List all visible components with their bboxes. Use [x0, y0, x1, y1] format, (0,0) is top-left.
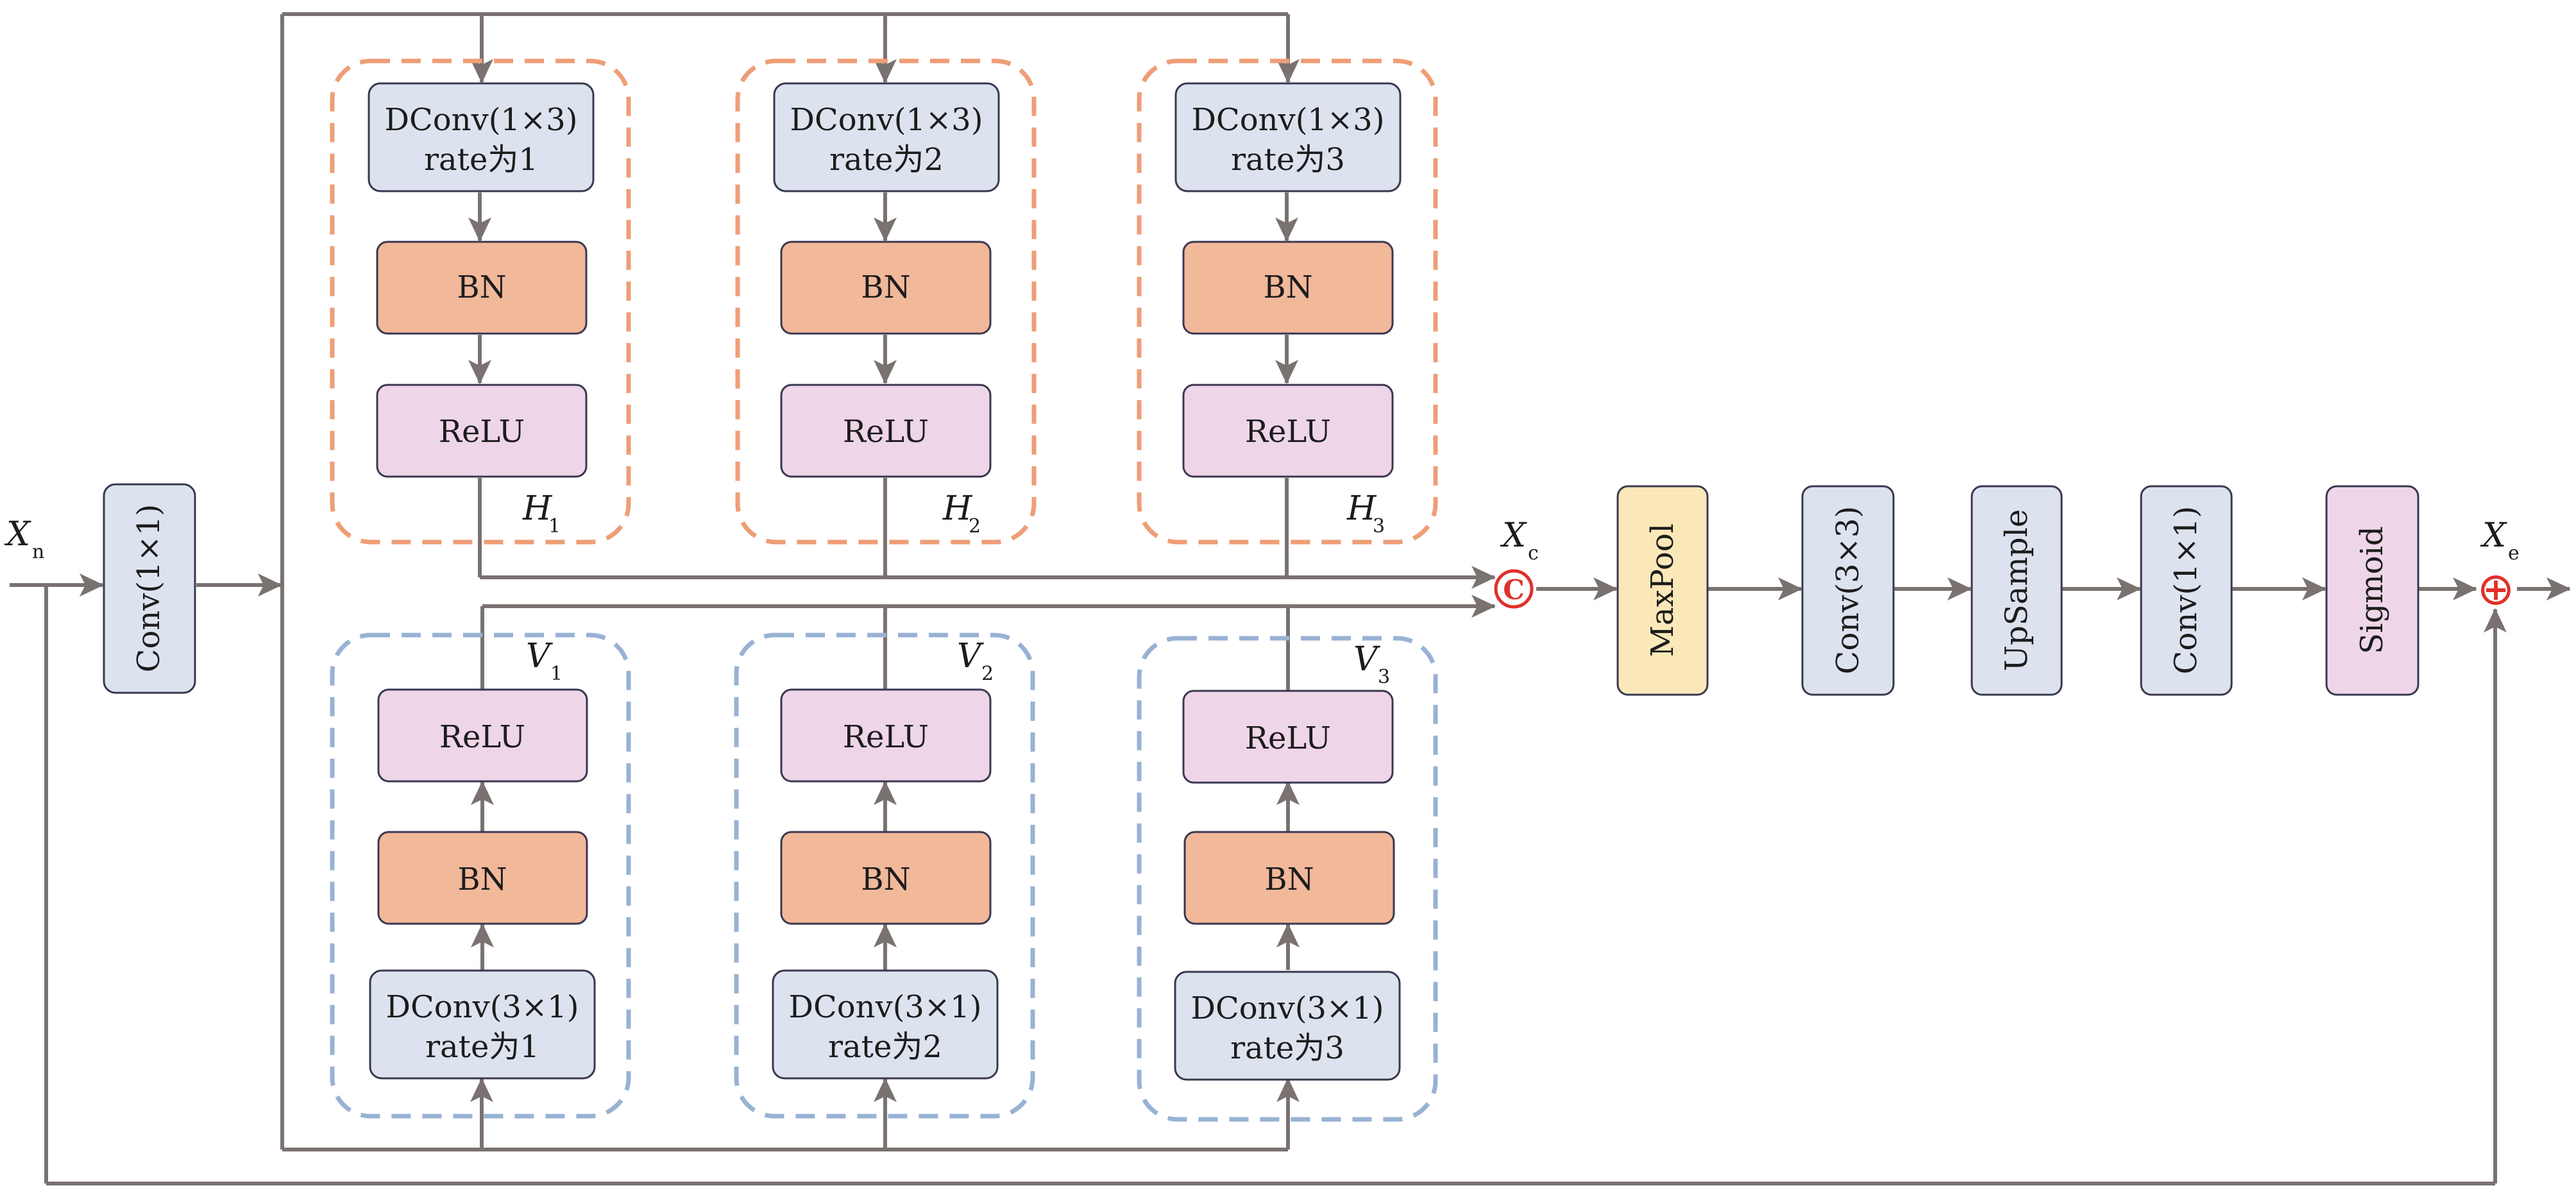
upsample-block: UpSample [1970, 485, 2063, 696]
bn-h3 [1182, 241, 1394, 335]
dconv-h2 [773, 82, 1000, 192]
v2-name: V [957, 637, 984, 675]
dconv-v2-label: DConv(3×1) [789, 989, 982, 1025]
dconv-v3-label: DConv(3×1) [1191, 990, 1384, 1026]
h3-name: H [1346, 489, 1377, 528]
bn-v1 [377, 831, 588, 925]
dconv-h2-label: DConv(1×3) [790, 102, 983, 138]
conv-input-block: Conv(1×1) [103, 483, 196, 694]
h-branch-3: DConv(1×3) rate为3 BN ReLU H 3 [1137, 58, 1438, 545]
bn-h2-label: BN [861, 269, 910, 305]
h1-sub: 1 [548, 515, 561, 538]
dconv-h3 [1174, 82, 1402, 192]
input-label: X [4, 515, 31, 554]
h-branch-1: DConv(1×3) rate为1 BN ReLU H 1 [330, 58, 631, 545]
bn-h2 [780, 241, 992, 335]
dconv-h3-label: DConv(1×3) [1192, 102, 1385, 138]
v1-name: V [526, 637, 553, 675]
bn-v3 [1183, 831, 1395, 925]
relu-v3 [1182, 690, 1394, 784]
sigmoid-label: Sigmoid [2354, 526, 2390, 654]
connectors [10, 12, 2571, 1185]
bn-v2 [780, 831, 992, 925]
relu-h1-label: ReLU [439, 414, 525, 450]
dconv-v2 [772, 969, 999, 1080]
upsample-label: UpSample [1999, 509, 2035, 672]
add-icon: ⊕ [2477, 563, 2515, 615]
relu-v1-label: ReLU [439, 719, 525, 755]
v1-sub: 1 [550, 663, 563, 685]
bn-v3-label: BN [1264, 862, 1314, 897]
dconv-v3-rate: rate为3 [1230, 1030, 1344, 1066]
conv1x1-block: Conv(1×1) [2140, 485, 2233, 696]
bn-h3-label: BN [1263, 269, 1312, 305]
dconv-h1-label: DConv(1×3) [385, 102, 578, 138]
h3-sub: 3 [1373, 515, 1385, 538]
dconv-h1 [368, 82, 595, 192]
conv3x3-block: Conv(3×3) [1801, 485, 1895, 696]
h2-name: H [942, 489, 973, 528]
relu-h1 [376, 384, 588, 478]
dconv-v3 [1174, 971, 1401, 1081]
h2-sub: 2 [969, 515, 981, 538]
concat-symbol: C [1503, 574, 1524, 606]
maxpool-block: MaxPool [1616, 485, 1709, 696]
dconv-h1-rate: rate为1 [424, 142, 538, 178]
v-branch-1: V 1 ReLU BN DConv(3×1) rate为1 [330, 632, 631, 1119]
h-branch-2: DConv(1×3) rate为2 BN ReLU H 2 [735, 58, 1037, 545]
h1-name: H [522, 489, 553, 528]
relu-h3-label: ReLU [1245, 414, 1331, 450]
bn-h1 [376, 241, 588, 335]
bn-v1-label: BN [457, 862, 507, 897]
dconv-v1-rate: rate为1 [425, 1029, 539, 1065]
v3-sub: 3 [1378, 666, 1390, 688]
sigmoid-block: Sigmoid [2325, 485, 2419, 696]
dconv-v2-rate: rate为2 [828, 1029, 942, 1065]
concat-label: X [1500, 516, 1527, 555]
concat-sub: c [1528, 542, 1539, 565]
v-branch-2: V 2 ReLU BN DConv(3×1) rate为2 [734, 632, 1035, 1119]
relu-v2 [780, 688, 992, 783]
relu-v3-label: ReLU [1245, 720, 1331, 756]
input-sub: n [32, 541, 44, 563]
conv-input-label: Conv(1×1) [131, 504, 167, 672]
bn-v2-label: BN [861, 862, 910, 897]
v3-name: V [1353, 640, 1380, 679]
v2-sub: 2 [981, 663, 994, 685]
v-branch-3: V 3 ReLU BN DConv(3×1) rate为3 [1137, 636, 1438, 1122]
relu-v1 [377, 688, 588, 783]
bn-h1-label: BN [457, 269, 506, 305]
dconv-h2-rate: rate为2 [829, 142, 944, 178]
maxpool-label: MaxPool [1645, 523, 1681, 657]
concat-icon: C [1494, 569, 1534, 609]
dconv-h3-rate: rate为3 [1231, 142, 1345, 178]
relu-v2-label: ReLU [843, 719, 929, 755]
relu-h2-label: ReLU [843, 414, 929, 450]
conv3x3-label: Conv(3×3) [1830, 506, 1866, 674]
output-label: X [2480, 516, 2507, 555]
relu-h3 [1182, 384, 1394, 478]
conv1x1-label: Conv(1×1) [2168, 506, 2204, 674]
dconv-v1-label: DConv(3×1) [386, 989, 579, 1025]
relu-h2 [780, 384, 992, 478]
output-sub: e [2508, 542, 2520, 565]
dconv-v1 [369, 969, 596, 1080]
